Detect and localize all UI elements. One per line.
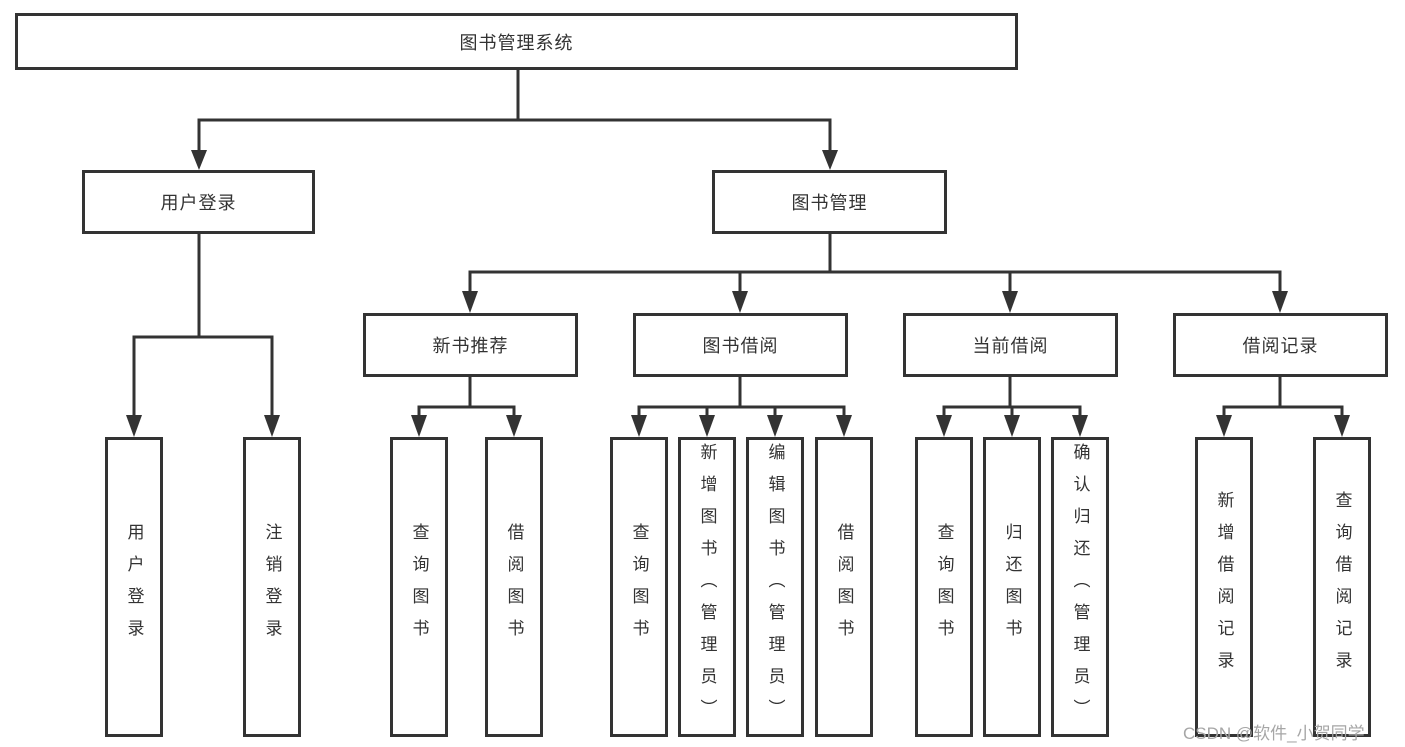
node-new-book-recommend: 新书推荐 [363, 313, 578, 377]
node-leaf-add-borrow-record: 新增借阅记录 [1195, 437, 1253, 737]
node-current-borrowing: 当前借阅 [903, 313, 1118, 377]
node-leaf-borrow-books: 借阅图书 [815, 437, 873, 737]
node-book-borrowing: 图书借阅 [633, 313, 848, 377]
node-leaf-user-login: 用户登录 [105, 437, 163, 737]
connector-root-to-level2 [191, 70, 838, 170]
node-leaf-newbooks-query-books: 查询图书 [390, 437, 448, 737]
connector-new-books-to-leaves [411, 377, 522, 437]
node-leaf-borrow-query-books: 查询图书 [610, 437, 668, 737]
node-leaf-edit-books-admin: 编辑图书（管理员） [746, 437, 804, 737]
connector-book-borrow-to-leaves [631, 377, 852, 437]
node-borrowing-records: 借阅记录 [1173, 313, 1388, 377]
node-leaf-add-books-admin: 新增图书（管理员） [678, 437, 736, 737]
node-leaf-return-books: 归还图书 [983, 437, 1041, 737]
connector-book-management-to-level3 [462, 234, 1288, 313]
node-leaf-current-query-books: 查询图书 [915, 437, 973, 737]
watermark: CSDN @软件_小贺同学 [1183, 724, 1365, 743]
connector-current-borrow-to-leaves [936, 377, 1088, 437]
node-leaf-query-borrow-record: 查询借阅记录 [1313, 437, 1371, 737]
node-leaf-confirm-return-admin: 确认归还（管理员） [1051, 437, 1109, 737]
node-leaf-newbooks-borrow-books: 借阅图书 [485, 437, 543, 737]
node-book-management-system: 图书管理系统 [15, 13, 1018, 70]
node-book-management: 图书管理 [712, 170, 947, 234]
node-user-login: 用户登录 [82, 170, 315, 234]
connector-user-login-to-leaves [126, 234, 280, 437]
node-leaf-logout: 注销登录 [243, 437, 301, 737]
connector-borrow-records-to-leaves [1216, 377, 1350, 437]
